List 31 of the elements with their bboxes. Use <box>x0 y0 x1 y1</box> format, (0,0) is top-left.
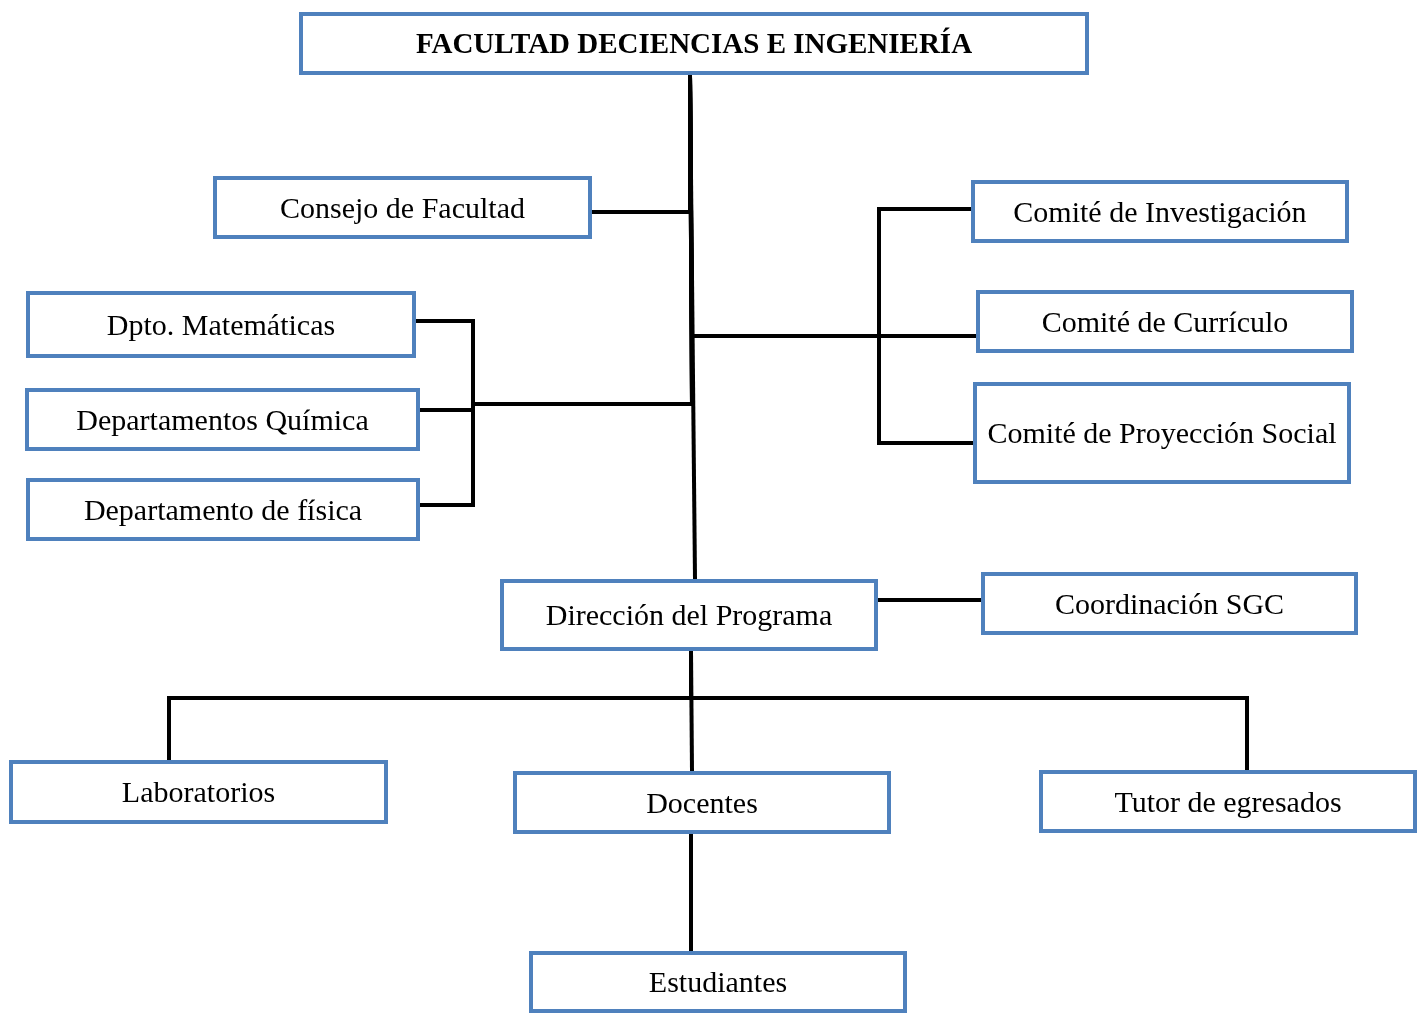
org-box <box>25 388 420 451</box>
box-label: Departamentos Química <box>76 401 369 438</box>
org-box <box>213 176 592 239</box>
box-label: FACULTAD DECIENCIAS E INGENIERÍA <box>415 26 973 61</box>
box-label: Coordinación SGC <box>1054 585 1285 622</box>
box-label: Laboratorios <box>121 774 276 810</box>
org-box <box>9 760 388 824</box>
box-label: Consejo de Facultad <box>280 189 525 226</box>
box-label: Comité de Proyección Social <box>987 415 1337 451</box>
org-box <box>500 579 878 651</box>
box-label: Dirección del Programa <box>545 597 833 633</box>
org-box <box>26 478 420 541</box>
box-label: Dpto. Matemáticas <box>106 306 336 343</box>
org-box <box>973 382 1351 484</box>
box-label: Tutor de egresados <box>1114 783 1342 820</box>
org-box <box>513 771 891 834</box>
connector-line <box>689 834 693 951</box>
box-label: Docentes <box>646 784 758 821</box>
connector-line <box>878 598 981 602</box>
org-box <box>1039 770 1417 833</box>
box-label: Comité de Investigación <box>1013 193 1307 230</box>
org-box <box>976 290 1354 353</box>
org-box <box>971 180 1349 243</box>
org-box <box>26 291 416 358</box>
box-label: Comité de Currículo <box>1041 303 1289 340</box>
org-box <box>981 572 1358 635</box>
box-label: Departamento de física <box>83 491 363 528</box>
connector-line <box>688 75 697 579</box>
box-label: Estudiantes <box>648 964 788 1000</box>
org-box <box>529 951 907 1013</box>
title-box <box>299 12 1089 75</box>
